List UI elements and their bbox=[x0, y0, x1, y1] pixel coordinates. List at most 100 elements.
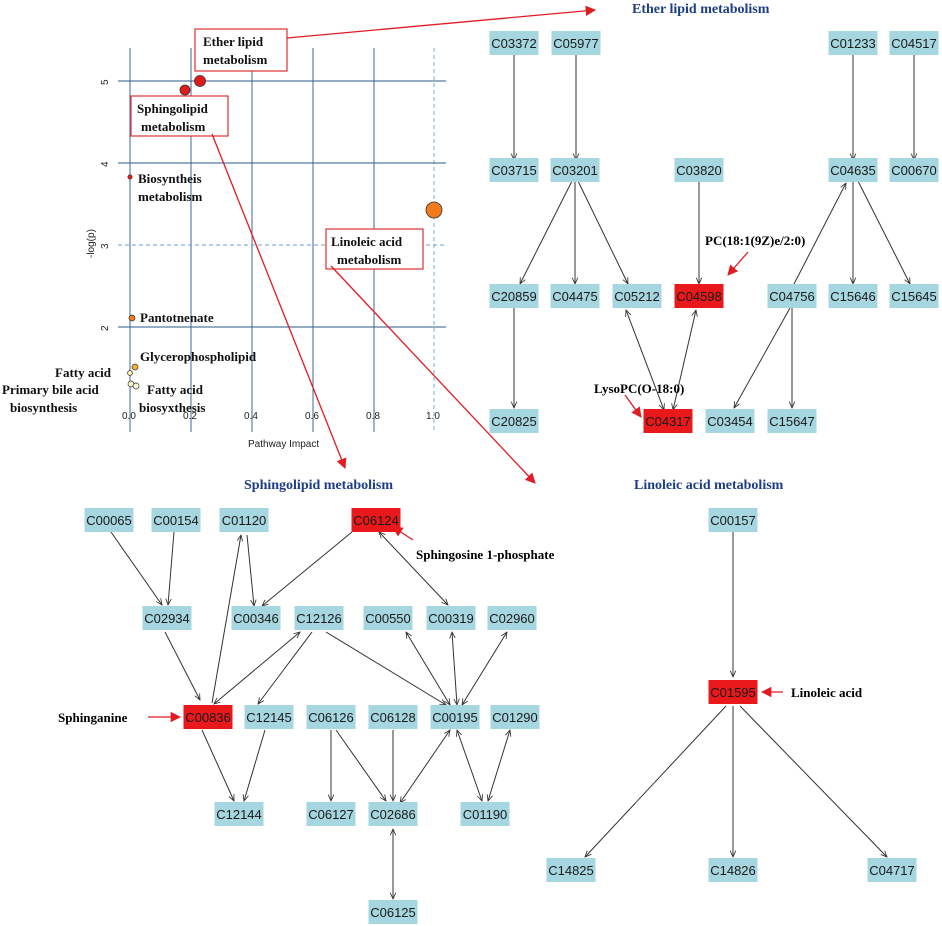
compound-box bbox=[490, 705, 540, 729]
compound-node-C12126: C12126 bbox=[294, 606, 344, 630]
compound-label: C12126 bbox=[296, 611, 342, 626]
compound-label: C01190 bbox=[463, 807, 508, 822]
linoleic-edges bbox=[585, 532, 887, 857]
label-bile-2: biosynthesis bbox=[10, 400, 77, 415]
compound-label: C00154 bbox=[153, 513, 199, 528]
compound-label: C05212 bbox=[614, 289, 660, 304]
compound-label: C00065 bbox=[86, 513, 132, 528]
compound-label: C01290 bbox=[492, 710, 538, 725]
compound-node-C15645: C15645 bbox=[889, 284, 939, 308]
compound-node-C15646: C15646 bbox=[828, 284, 878, 308]
compound-label: C00195 bbox=[432, 710, 478, 725]
compound-label: C04598 bbox=[676, 289, 722, 304]
ether-panel-title: Ether lipid metabolism bbox=[632, 2, 770, 17]
sphingo-edges bbox=[110, 532, 510, 899]
compound-box bbox=[674, 158, 724, 182]
compound-node-C02960: C02960 bbox=[487, 606, 537, 630]
compound-label: C04517 bbox=[891, 36, 937, 51]
point-pantothenate bbox=[128, 314, 136, 322]
compound-box bbox=[643, 409, 693, 433]
ytick-3: 5 bbox=[100, 79, 111, 85]
compound-box bbox=[84, 508, 134, 532]
compound-box bbox=[487, 606, 537, 630]
compound-label: C02686 bbox=[370, 807, 416, 822]
compound-box bbox=[708, 858, 758, 882]
compound-node-C04598: C04598 bbox=[674, 284, 724, 308]
compound-label: C00346 bbox=[233, 611, 279, 626]
annot-s1p: Sphingosine 1-phosphate bbox=[416, 547, 555, 562]
y-axis-title: -log(p) bbox=[86, 229, 97, 258]
compound-box bbox=[306, 705, 356, 729]
compound-label: C04475 bbox=[552, 289, 598, 304]
compound-node-C03715: C03715 bbox=[489, 158, 539, 182]
arrow-pc bbox=[727, 251, 749, 276]
compound-box bbox=[214, 802, 264, 826]
compound-node-C12145: C12145 bbox=[244, 705, 294, 729]
label-linoleic-1: Linoleic acid bbox=[331, 234, 403, 249]
compound-label: C12145 bbox=[246, 710, 292, 725]
compound-node-C00195: C00195 bbox=[430, 705, 480, 729]
compound-node-C04317: C04317 bbox=[643, 409, 693, 433]
compound-node-C06128: C06128 bbox=[368, 705, 418, 729]
compound-box bbox=[183, 705, 233, 729]
compound-box bbox=[489, 409, 539, 433]
compound-box bbox=[551, 31, 601, 55]
compound-label: C06124 bbox=[353, 513, 399, 528]
compound-node-C01233: C01233 bbox=[828, 31, 878, 55]
ytick-1: 3 bbox=[100, 243, 111, 249]
compound-box bbox=[426, 606, 476, 630]
compound-node-C20859: C20859 bbox=[489, 284, 539, 308]
compound-label: C15645 bbox=[891, 289, 937, 304]
compound-box bbox=[460, 802, 510, 826]
compound-box bbox=[351, 508, 401, 532]
label-pantothenate: Pantotnenate bbox=[140, 310, 214, 325]
compound-box bbox=[368, 802, 418, 826]
compound-box bbox=[294, 606, 344, 630]
compound-box bbox=[674, 284, 724, 308]
compound-node-C14825: C14825 bbox=[546, 858, 596, 882]
compound-label: C06126 bbox=[308, 710, 354, 725]
label-biosyn-2: metabolism bbox=[138, 189, 202, 204]
compound-node-C00550: C00550 bbox=[363, 606, 413, 630]
compound-node-C03820: C03820 bbox=[674, 158, 724, 182]
compound-node-C05977: C05977 bbox=[551, 31, 601, 55]
compound-box bbox=[489, 31, 539, 55]
ytick-0: 2 bbox=[100, 325, 111, 331]
xtick-1: 0.2 bbox=[183, 411, 197, 422]
label-fattybio-1: Fatty acid bbox=[147, 382, 204, 397]
label-bile-1: Primary bile acid bbox=[2, 382, 100, 397]
xtick-5: 1.0 bbox=[426, 411, 440, 422]
compound-box bbox=[546, 858, 596, 882]
compound-node-C01290: C01290 bbox=[490, 705, 540, 729]
compound-box bbox=[142, 606, 192, 630]
compound-box bbox=[767, 284, 817, 308]
compound-node-C00836: C00836 bbox=[183, 705, 233, 729]
compound-label: C04317 bbox=[645, 414, 691, 429]
arrow-to-linoleic-panel bbox=[330, 265, 536, 484]
compound-box bbox=[708, 680, 758, 704]
compound-label: C06128 bbox=[370, 710, 416, 725]
label-box-ether bbox=[194, 28, 288, 72]
compound-label: C04717 bbox=[869, 863, 915, 878]
point-fatty-acid-biosynthesis bbox=[132, 382, 140, 390]
compound-box bbox=[767, 409, 817, 433]
compound-node-C01120: C01120 bbox=[219, 508, 269, 532]
compound-node-C03372: C03372 bbox=[489, 31, 539, 55]
ether-edges bbox=[514, 55, 914, 410]
compound-label: C03715 bbox=[491, 163, 537, 178]
compound-box bbox=[828, 158, 878, 182]
compound-label: C00670 bbox=[891, 163, 937, 178]
arrow-to-sphingo-panel bbox=[211, 133, 347, 469]
compound-node-C04517: C04517 bbox=[889, 31, 939, 55]
compound-node-C12144: C12144 bbox=[214, 802, 264, 826]
compound-node-C00157: C00157 bbox=[708, 508, 758, 532]
label-sphingo-2: metabolism bbox=[141, 119, 205, 134]
compound-label: C03820 bbox=[676, 163, 722, 178]
annot-lysopc: LysoPC(O-18:0) bbox=[594, 381, 684, 396]
compound-box bbox=[430, 705, 480, 729]
point-biosynthesis bbox=[127, 174, 133, 180]
compound-node-C05212: C05212 bbox=[612, 284, 662, 308]
compound-label: C03372 bbox=[491, 36, 537, 51]
compound-box bbox=[306, 802, 356, 826]
compound-box bbox=[368, 705, 418, 729]
